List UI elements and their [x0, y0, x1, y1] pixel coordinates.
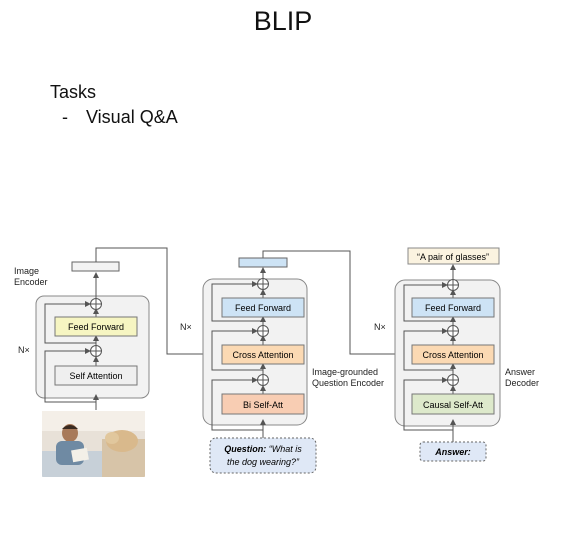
answer-decoder-feed-forward-label: Feed Forward — [425, 303, 481, 313]
image-encoder-label-line2: Encoder — [14, 277, 48, 287]
question-input-prefix: Question: — [224, 444, 266, 454]
task-item-label: Visual Q&A — [86, 107, 178, 127]
add-icon — [257, 374, 269, 386]
image-encoder-self-attention-label: Self Attention — [69, 371, 122, 381]
question-encoder-repeat: N× — [180, 322, 192, 332]
answer-decoder: “A pair of glasses” N× Feed Forward Cros… — [374, 247, 539, 462]
add-icon — [90, 345, 102, 357]
bullet-dash: - — [62, 107, 68, 127]
question-encoder-bi-self-att-label: Bi Self-Att — [243, 400, 284, 410]
answer-decoder-cross-attention-label: Cross Attention — [422, 350, 483, 360]
answer-decoder-label-line1: Answer — [505, 367, 535, 377]
question-input-line1: Question: “What is — [224, 444, 302, 454]
answer-decoder-feed-forward — [411, 297, 495, 318]
image-embedding-output — [71, 261, 120, 272]
input-photo — [42, 411, 145, 477]
answer-decoder-causal-self-att-label: Causal Self-Att — [423, 400, 484, 410]
question-encoder-feed-forward-label: Feed Forward — [235, 303, 291, 313]
image-encoder-feed-forward — [54, 316, 138, 337]
image-encoder-repeat: N× — [18, 345, 30, 355]
question-input-box — [209, 437, 317, 474]
man-with-dog-photo — [42, 411, 145, 477]
add-icon — [90, 298, 102, 310]
add-icon — [447, 279, 459, 291]
image-to-question-connector — [95, 247, 215, 357]
image-encoder-label-line1: Image — [14, 266, 39, 276]
question-encoder-cross-attention — [221, 344, 305, 365]
answer-input-label: Answer: — [434, 447, 471, 457]
question-embedding-output — [238, 257, 288, 268]
question-encoder-bi-self-att — [221, 393, 305, 415]
question-to-answer-connector — [262, 250, 407, 357]
task-item-visual-qa: -Visual Q&A — [62, 107, 178, 128]
answer-decoder-repeat: N× — [374, 322, 386, 332]
question-encoder: N× Feed Forward Cross Attention Bi Self-… — [180, 257, 384, 474]
answer-decoder-label-line2: Decoder — [505, 378, 539, 388]
question-input-line2: the dog wearing?” — [227, 457, 300, 467]
add-icon — [257, 325, 269, 337]
question-encoder-cross-attention-label: Cross Attention — [232, 350, 293, 360]
image-encoder: Image Encoder N× Feed Forward Self Atten… — [14, 261, 150, 410]
question-encoder-label-line1: Image-grounded — [312, 367, 378, 377]
question-encoder-feed-forward — [221, 297, 305, 318]
question-encoder-label-line2: Question Encoder — [312, 378, 384, 388]
answer-input-box — [419, 441, 487, 462]
add-icon — [257, 278, 269, 290]
tasks-heading: Tasks — [50, 82, 97, 102]
add-icon — [447, 374, 459, 386]
answer-output-text: “A pair of glasses” — [417, 252, 489, 262]
image-encoder-self-attention — [54, 365, 138, 386]
add-icon — [447, 325, 459, 337]
question-input-text: “What is — [266, 444, 302, 454]
answer-decoder-cross-attention — [411, 344, 495, 365]
slide-title: BLIP — [253, 6, 313, 36]
answer-decoder-causal-self-att — [411, 393, 495, 415]
image-encoder-feed-forward-label: Feed Forward — [68, 322, 124, 332]
